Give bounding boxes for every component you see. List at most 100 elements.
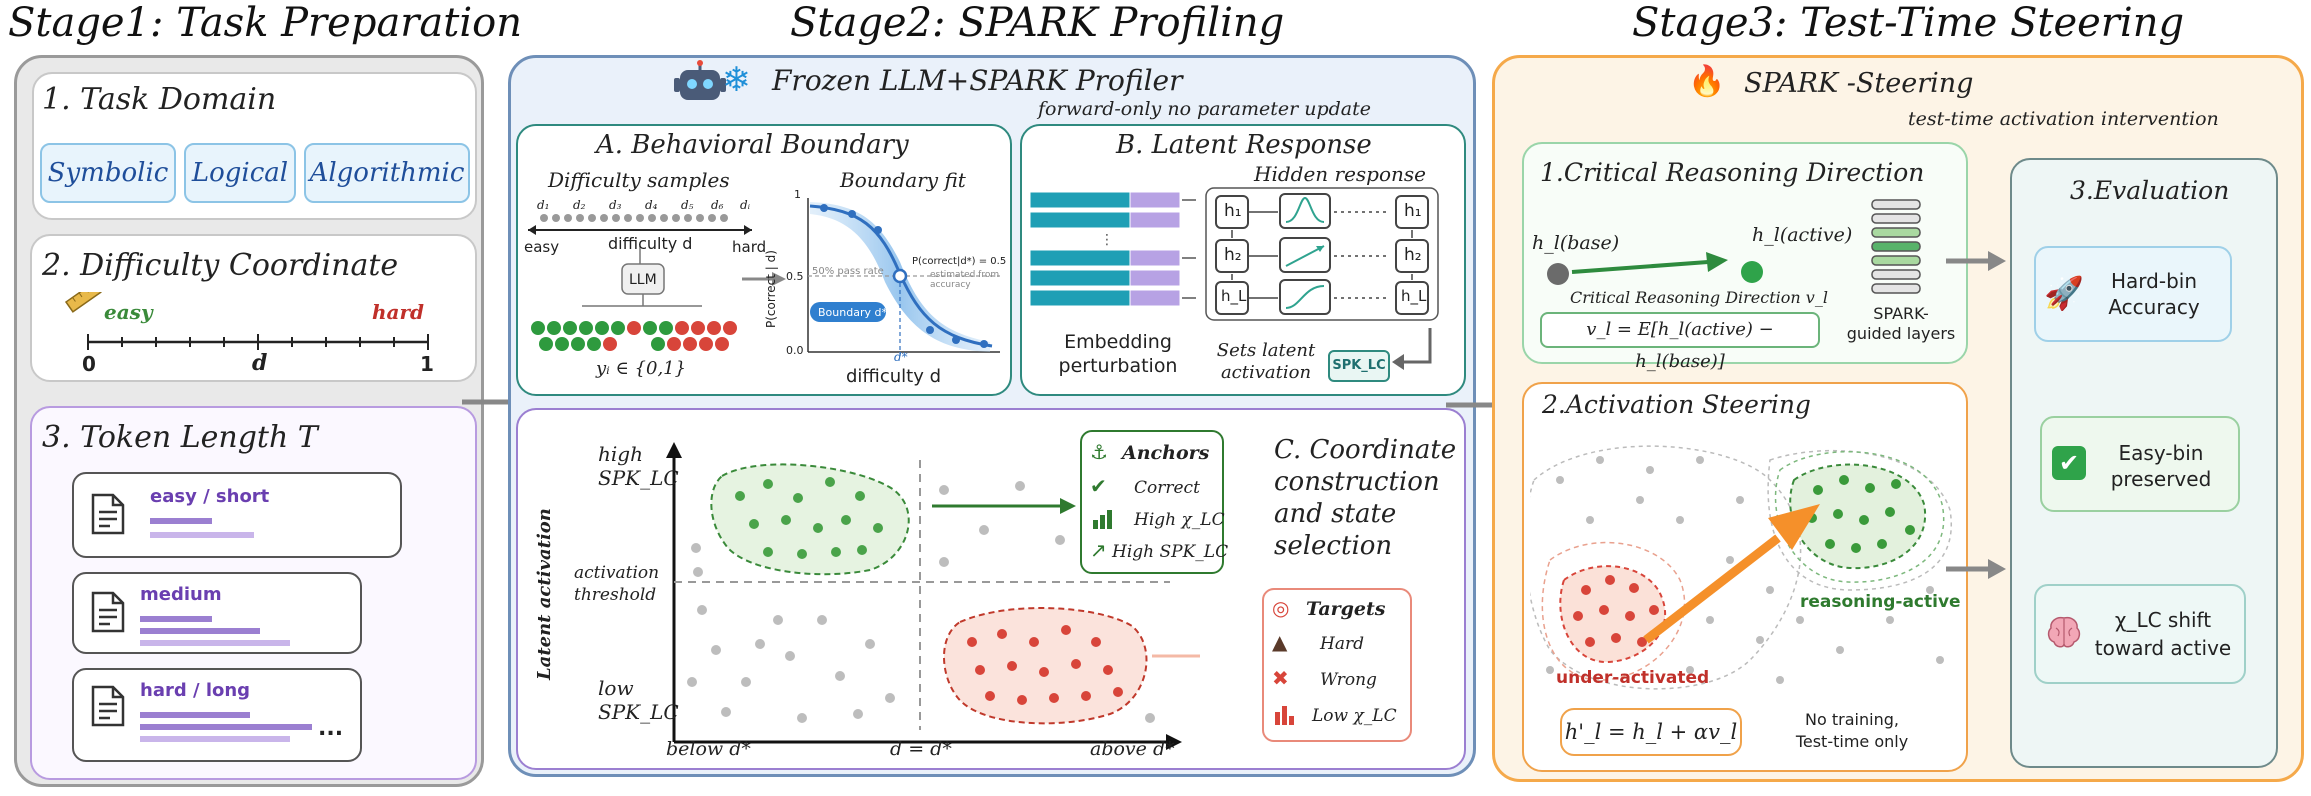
stage2-header: Frozen LLM+SPARK Profiler [772, 64, 1183, 97]
boundary-fit-plot [807, 198, 1000, 356]
layers-stack [1871, 199, 1921, 294]
above-dstar: above d* [1090, 738, 1175, 760]
stage3-header: SPARK -Steering [1744, 68, 1974, 99]
token-bar [150, 518, 212, 524]
pcorrect-label: P(correct|d*) = 0.5 [912, 256, 1007, 267]
stage1-title: Stage1: Task Preparation [8, 0, 522, 46]
token-bar [150, 532, 254, 538]
document-icon [91, 493, 125, 535]
check-icon: ✔ [2052, 446, 2086, 480]
hidden-response-diagram [1205, 187, 1439, 321]
coordinate-plot [666, 442, 1200, 750]
h2-left: h₂ [1224, 245, 1242, 265]
axis-zero: 0 [82, 352, 96, 376]
tick-d6: d₆ [711, 198, 724, 212]
fire-icon: 🔥 [1688, 64, 1726, 99]
arrow-samples-to-fit [742, 272, 786, 286]
token-bar [140, 712, 250, 718]
x-circle-icon: ✖ [1272, 666, 1289, 690]
check-circle-icon: ✔ [1090, 474, 1107, 498]
targets-low-chi: Low χ_LC [1312, 706, 1397, 726]
token-label-hard: hard / long [140, 680, 251, 701]
steering-diagram [1530, 445, 1952, 690]
chip-symbolic: Symbolic [40, 143, 176, 203]
targets-box [1262, 588, 1412, 742]
tick-d4: d₄ [645, 198, 658, 212]
targets-hard: Hard [1320, 634, 1364, 654]
target-icon: ◎ [1272, 596, 1290, 620]
hidden-label: Hidden response [1254, 162, 1427, 186]
token-bar [140, 628, 260, 634]
chip-logical: Logical [184, 143, 296, 203]
samples-hard: hard [732, 238, 767, 256]
axis-d: d [252, 350, 268, 376]
spk-badge: SPK_LC [1328, 350, 1390, 382]
anchor-icon: ⚓ [1090, 440, 1108, 464]
arrow-spk-return [1392, 328, 1432, 370]
layers-label: SPARK-guided layers [1846, 304, 1956, 343]
anchors-title: Anchors [1122, 442, 1210, 464]
mountain-icon: ▲ [1272, 630, 1288, 654]
document-icon [91, 591, 125, 633]
h-active-label: h_l(active) [1752, 224, 1853, 246]
rocket-icon: 🚀 [2044, 274, 2084, 312]
eval-hard-label: Hard-bin Accuracy [2108, 269, 2200, 319]
token-label-easy: easy / short [150, 486, 270, 507]
fit-x-axis: difficulty d [846, 366, 941, 387]
direction-arrow [1547, 252, 1763, 285]
h2-right: h₂ [1404, 245, 1422, 265]
boundary-box [516, 124, 1012, 396]
difficulty-box [30, 234, 477, 382]
mid-dstar: d = d* [890, 738, 952, 760]
steering-formula: h'_l = h_l + αv_l [1560, 708, 1742, 756]
document-icon [91, 685, 125, 727]
robot-icon [674, 60, 726, 100]
high-spk-label: high SPK_LC [598, 442, 679, 490]
difficulty-axis [64, 292, 429, 350]
svg-text:⋮: ⋮ [1100, 232, 1114, 248]
arrow-critical-to-eval [1946, 251, 2006, 271]
tick-d5: d₅ [681, 198, 694, 212]
brain-icon [2047, 616, 2081, 648]
token-card-easy [72, 472, 402, 558]
hL-left: h_L [1221, 287, 1247, 305]
stage2-title: Stage2: SPARK Profiling [790, 0, 1285, 46]
fit-tick-05: 0.5 [786, 270, 804, 283]
stage3-title: Stage3: Test-Time Steering [1632, 0, 2185, 46]
bar-chart-icon [1093, 510, 1112, 529]
token-bar [140, 724, 312, 730]
token-bar [140, 616, 212, 622]
pass-rate-label: 50% pass rate [812, 266, 884, 277]
snowflake-icon: ❄ [722, 60, 751, 100]
stage2-subheader: forward-only no parameter update [1038, 98, 1371, 120]
samples-difficulty: difficulty d [608, 234, 693, 253]
targets-title: Targets [1306, 598, 1386, 620]
samples-easy: easy [524, 238, 560, 256]
steering-title: 2.Activation Steering [1542, 390, 1811, 419]
estimated-label: estimated from accuracy [930, 270, 1000, 290]
hard-label: hard [372, 300, 425, 324]
ruler-icon [64, 292, 102, 313]
targets-wrong: Wrong [1320, 670, 1377, 690]
coord-title: C. Coordinate construction and state sel… [1274, 435, 1457, 561]
llm-box-label: LLM [629, 272, 657, 288]
easy-label: easy [104, 300, 153, 324]
difficulty-title: 2. Difficulty Coordinate [42, 248, 399, 283]
latent-title: B. Latent Response [1116, 130, 1372, 160]
evaluation-title: 3.Evaluation [2070, 176, 2230, 205]
below-dstar: below d* [666, 738, 751, 760]
token-bar [140, 736, 290, 742]
boundary-tag: Boundary d* [818, 306, 887, 319]
fit-tick-1: 1 [794, 188, 801, 201]
direction-label: Critical Reasoning Direction v_l [1570, 288, 1828, 307]
h1-left: h₁ [1224, 201, 1242, 221]
bar-chart-icon [1275, 706, 1294, 725]
sets-latent-label: Sets latent activation [1216, 340, 1316, 383]
token-label-medium: medium [140, 584, 222, 605]
anchors-box [1080, 430, 1224, 574]
tick-di: dᵢ [740, 198, 751, 212]
direction-formula: v_l = E[h_l(active) − h_l(base)] [1540, 312, 1820, 372]
stage3-subheader: test-time activation intervention [1908, 108, 2219, 130]
under-activated-label: under-activated [1556, 668, 1710, 688]
anchors-high-spk: High SPK_LC [1112, 542, 1229, 562]
